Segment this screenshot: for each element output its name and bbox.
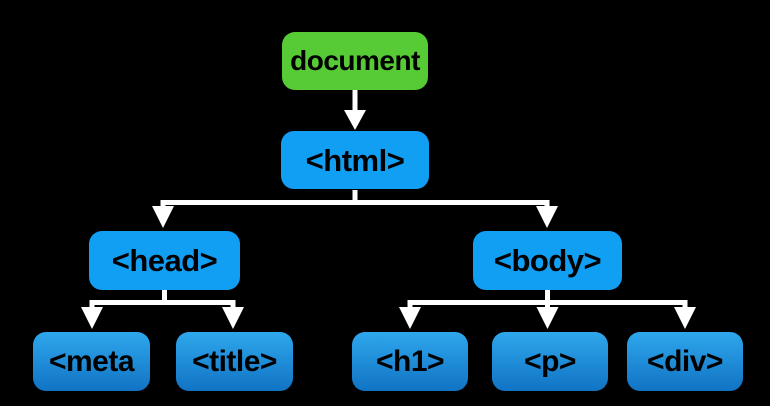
arrow-document-to-html xyxy=(344,90,366,130)
node-html: <html> xyxy=(281,131,429,189)
arrow-body-to-children xyxy=(399,290,696,329)
node-title: <title> xyxy=(176,332,293,391)
node-body: <body> xyxy=(473,231,622,290)
node-meta: <meta xyxy=(33,332,150,391)
node-div: <div> xyxy=(627,332,743,391)
arrow-head-to-children xyxy=(81,290,244,329)
node-head: <head> xyxy=(89,231,240,290)
node-document: document xyxy=(282,32,428,90)
node-h1: <h1> xyxy=(352,332,468,391)
arrow-html-to-children xyxy=(152,190,558,228)
node-p: <p> xyxy=(492,332,608,391)
